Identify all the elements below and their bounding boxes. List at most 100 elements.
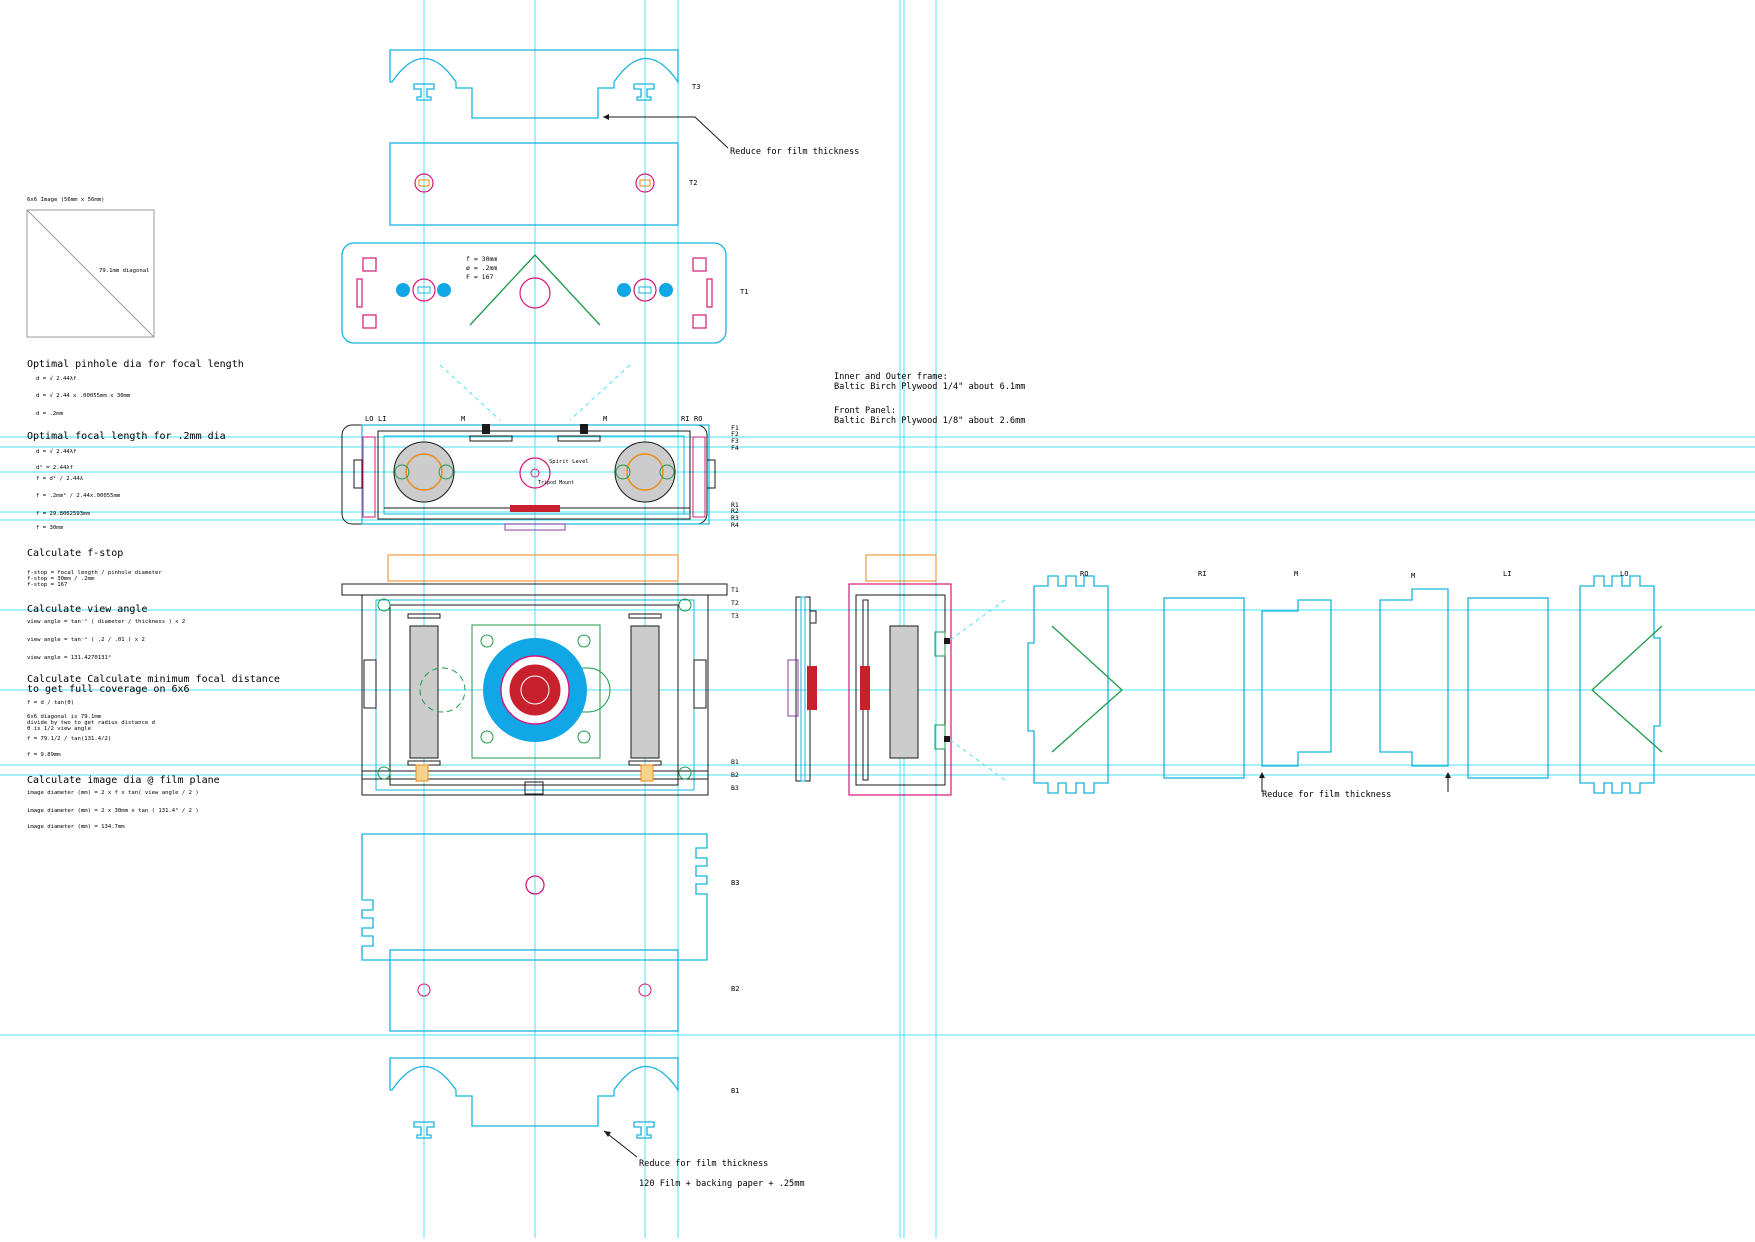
label-F2: F2 bbox=[731, 430, 739, 438]
mindist-l6: f = 9.89mm bbox=[27, 752, 61, 758]
part-B1 bbox=[389, 1057, 679, 1139]
panel-RI bbox=[1163, 597, 1245, 779]
label-top-LI: LI bbox=[378, 415, 386, 423]
imgdia-l3: image diameter (mm) = 134.7mm bbox=[27, 824, 125, 830]
pinhole-l3: d = .2mm bbox=[36, 411, 63, 417]
mindist-l4: θ is 1/2 view angle bbox=[27, 726, 91, 732]
imgdia-l2: image diameter (mm) = 2 x 30mm x tan ( 1… bbox=[27, 808, 199, 814]
focal-l3: f = d² / 2.44λ bbox=[36, 476, 84, 482]
label-R2: R2 bbox=[731, 507, 739, 515]
mindist-l1: f = d / tan(θ) bbox=[27, 700, 75, 706]
side-view-body bbox=[848, 554, 1006, 796]
arrow-head-bottom bbox=[604, 1131, 611, 1137]
part-T3 bbox=[389, 49, 679, 119]
label-F1: F1 bbox=[731, 424, 739, 432]
label-B3: B3 bbox=[731, 879, 739, 887]
label-panel-RI: RI bbox=[1198, 570, 1206, 578]
note-reduce-right: Reduce for film thickness bbox=[1262, 790, 1392, 800]
label-B1: B1 bbox=[731, 1087, 739, 1095]
mindist-l2: 6x6 diagonal is 79.1mm bbox=[27, 714, 102, 720]
view-l3: view angle = 131.4270131° bbox=[27, 655, 112, 661]
part-B3 bbox=[361, 833, 708, 961]
label-top-M2: M bbox=[603, 415, 607, 423]
mindist-heading-2: to get full coverage on 6x6 bbox=[27, 684, 190, 695]
front-assembly bbox=[341, 554, 728, 796]
fstop-heading: Calculate f-stop bbox=[27, 548, 124, 559]
label-front-B2: B2 bbox=[731, 771, 739, 779]
tripod-mount-label: Tripod Mount bbox=[538, 480, 574, 486]
part-T1 bbox=[341, 242, 727, 344]
label-panel-M1: M bbox=[1294, 570, 1298, 578]
note-film: 120 Film + backing paper + .25mm bbox=[639, 1179, 805, 1189]
spirit-level-label: Spirit Level bbox=[549, 459, 589, 465]
pinhole-heading: Optimal pinhole dia for focal length bbox=[27, 359, 244, 370]
label-R1: R1 bbox=[731, 501, 739, 509]
label-front-T3: T3 bbox=[731, 612, 739, 620]
label-T1: T1 bbox=[740, 288, 748, 296]
label-front-T2: T2 bbox=[731, 599, 739, 607]
label-top-LO: LO bbox=[365, 415, 373, 423]
focal-l1: d = √ 2.44λf bbox=[36, 449, 77, 455]
focal-l4: f = .2mm² / 2.44x.00055mm bbox=[36, 493, 121, 499]
label-top-RO: RO bbox=[694, 415, 702, 423]
frame-note-1: Inner and Outer frame: bbox=[834, 372, 948, 382]
leader-lines bbox=[603, 116, 729, 1158]
pinhole-l1: d = √ 2.44λf bbox=[36, 376, 77, 382]
label-T3: T3 bbox=[692, 83, 700, 91]
label-top-M1: M bbox=[461, 415, 465, 423]
label-panel-LO: LO bbox=[1620, 570, 1628, 578]
frame-note-2: Baltic Birch Plywood 1/4" about 6.1mm bbox=[834, 382, 1026, 392]
side-view-panel bbox=[787, 596, 817, 782]
note-reduce-bottom: Reduce for film thickness bbox=[639, 1159, 769, 1169]
label-front-T1: T1 bbox=[731, 586, 739, 594]
pinhole-l2: d = √ 2.44 x .00055mm x 30mm bbox=[36, 393, 131, 399]
label-F3: F3 bbox=[731, 437, 739, 445]
arrow-head-top bbox=[603, 114, 609, 120]
label-R4: R4 bbox=[731, 521, 739, 529]
label-B2: B2 bbox=[731, 985, 739, 993]
view-heading: Calculate view angle bbox=[27, 604, 148, 615]
lens-focal: f = 30mm bbox=[466, 255, 497, 263]
note-reduce-top: Reduce for film thickness bbox=[730, 147, 860, 157]
panel-RO bbox=[1027, 575, 1123, 794]
fstop-l3: f-stop = 167 bbox=[27, 582, 68, 588]
imgdia-l1: image diameter (mm) = 2 x f x tan( view … bbox=[27, 790, 199, 796]
label-panel-M2: M bbox=[1411, 572, 1415, 580]
image-box-diagonal: 79.1mm diagonal bbox=[99, 268, 150, 274]
image-box-title: 6x6 Image (56mm x 56mm) bbox=[27, 197, 105, 203]
focal-heading: Optimal focal length for .2mm dia bbox=[27, 431, 226, 442]
part-T2 bbox=[389, 142, 679, 226]
panel-M2 bbox=[1379, 588, 1449, 767]
imgdia-heading: Calculate image dia @ film plane bbox=[27, 775, 220, 786]
label-R3: R3 bbox=[731, 514, 739, 522]
panel-M1 bbox=[1261, 599, 1332, 767]
label-F4: F4 bbox=[731, 444, 739, 452]
lens-diameter: ø = .2mm bbox=[466, 264, 497, 272]
mindist-heading-1: Calculate Calculate minimum focal distan… bbox=[27, 674, 280, 685]
focal-l2: d² = 2.44λf bbox=[36, 465, 74, 471]
label-panel-LI: LI bbox=[1503, 570, 1511, 578]
lens-fnumber: F = 167 bbox=[466, 273, 493, 281]
label-front-B1: B1 bbox=[731, 758, 739, 766]
part-B2 bbox=[389, 949, 679, 1032]
focal-l6: f = 30mm bbox=[36, 525, 63, 531]
panel-LO bbox=[1579, 575, 1663, 794]
view-l2: view angle = tan⁻¹ ( .2 / .01 ) x 2 bbox=[27, 637, 145, 643]
image-diagram bbox=[26, 209, 155, 338]
label-T2: T2 bbox=[689, 179, 697, 187]
fstop-l1: f-stop = focal length / pinhole diameter bbox=[27, 570, 162, 576]
top-assembly bbox=[341, 364, 716, 531]
label-top-RI: RI bbox=[681, 415, 689, 423]
mindist-l3: divide by two to get radius distance d bbox=[27, 720, 155, 726]
front-note-2: Baltic Birch Plywood 1/8" about 2.6mm bbox=[834, 416, 1026, 426]
label-front-B3: B3 bbox=[731, 784, 739, 792]
mindist-l5: f = 79.1/2 / tan(131.4/2) bbox=[27, 736, 112, 742]
view-l1: view angle = tan⁻¹ ( diameter / thicknes… bbox=[27, 619, 186, 625]
focal-l5: f = 29.8062593mm bbox=[36, 511, 90, 517]
panel-LI bbox=[1467, 597, 1549, 779]
fstop-l2: f-stop = 30mm / .2mm bbox=[27, 576, 95, 582]
front-note-1: Front Panel: bbox=[834, 406, 897, 416]
